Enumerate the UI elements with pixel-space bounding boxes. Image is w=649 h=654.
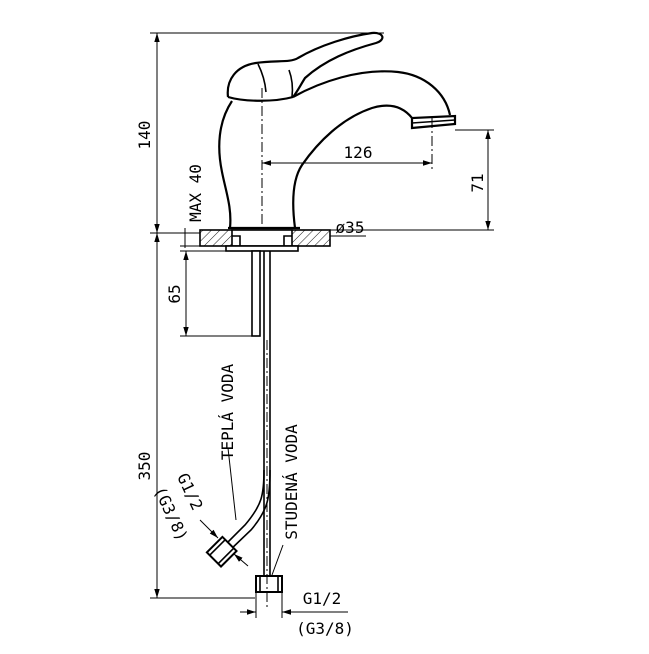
dimension-lines [150, 32, 494, 618]
dim-max40-label: MAX 40 [186, 164, 205, 222]
counter-plate [199, 229, 331, 252]
cold-thread-label: G1/2 [303, 589, 342, 608]
cold-water-label: STUDENÁ VODA [282, 424, 301, 540]
cold-thread-alt-label: (G3/8) [296, 619, 354, 638]
dim-126-label: 126 [344, 143, 373, 162]
faucet-body [218, 31, 457, 230]
dim-65-label: 65 [165, 284, 184, 303]
connection-labels: TEPLÁ VODA STUDENÁ VODA G1/2 (G3/8) G1/2… [150, 363, 354, 638]
hot-water-label: TEPLÁ VODA [218, 363, 237, 460]
dim-140-label: 140 [135, 121, 154, 150]
shank-and-hoses [205, 250, 283, 593]
dim-71-label: 71 [468, 173, 487, 192]
dim-350-label: 350 [135, 452, 154, 481]
dim-diameter-label: ø35 [336, 218, 365, 237]
center-lines [261, 88, 433, 610]
dimension-texts: 140 MAX 40 126 71 ø35 65 350 [135, 121, 487, 481]
